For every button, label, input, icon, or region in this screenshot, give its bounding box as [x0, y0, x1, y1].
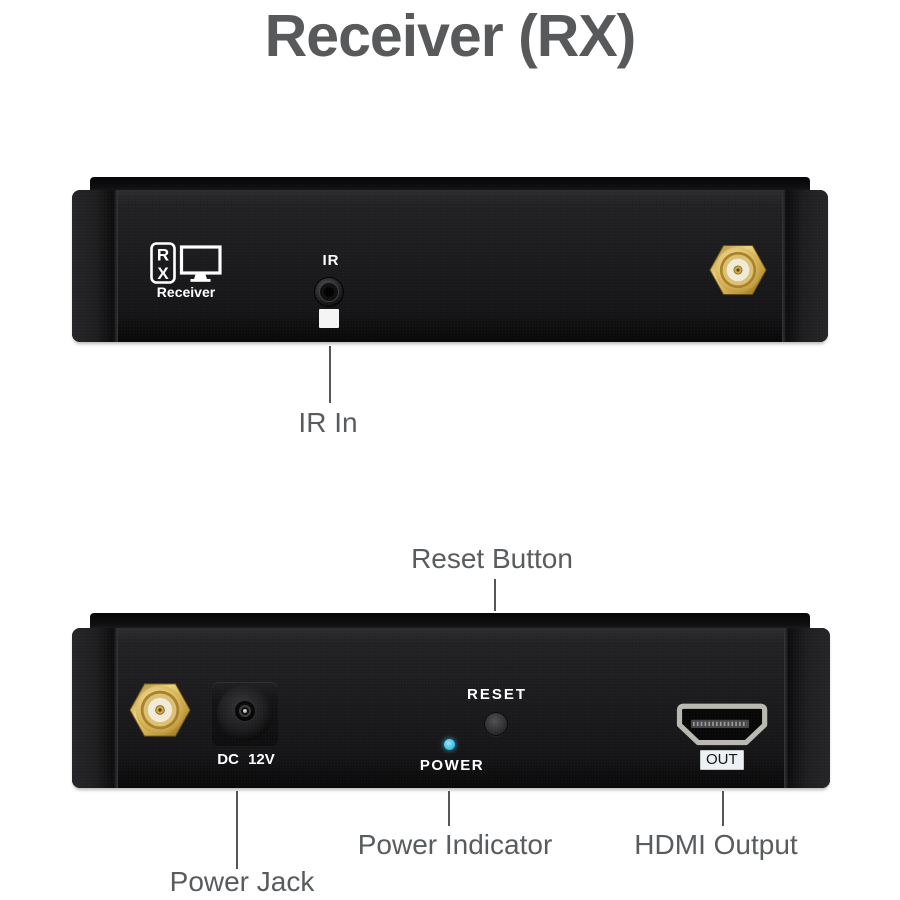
callout-line-power-jack: [236, 791, 238, 869]
dc-power-jack: [212, 682, 278, 746]
receiver-logo-label: Receiver: [156, 284, 216, 300]
front-left-mounting-flange: [72, 190, 118, 342]
monitor-icon: [179, 245, 222, 275]
power-led: [444, 739, 455, 750]
reset-port-label: RESET: [466, 686, 527, 703]
hdmi-out-tag: OUT: [700, 750, 744, 770]
monitor-base-icon: [190, 279, 211, 282]
rx-receiver-logo: R X: [150, 242, 222, 284]
rear-right-mounting-flange: [784, 628, 830, 788]
power-led-label: POWER: [419, 757, 485, 774]
callout-line-power-indicator: [448, 791, 450, 826]
logo-letter-x: X: [157, 264, 169, 283]
callout-line-reset: [494, 579, 496, 611]
callout-power-indicator: Power Indicator: [357, 829, 553, 860]
dc-center-pin: [239, 705, 251, 717]
callout-line-ir-in: [329, 346, 331, 403]
ir-jack-hole: [324, 287, 334, 297]
rear-left-mounting-flange: [72, 628, 118, 788]
reset-button: [484, 712, 508, 736]
callout-reset-button: Reset Button: [411, 543, 573, 574]
ir-jack-ring: [319, 282, 339, 302]
callout-ir-in: IR In: [298, 407, 358, 438]
logo-letter-r: R: [157, 246, 169, 265]
hdmi-port: [676, 703, 768, 746]
ir-jack: [314, 277, 344, 307]
page-title: Receiver (RX): [264, 3, 637, 69]
callout-hdmi-output: HDMI Output: [634, 829, 798, 860]
dc-power-label: DC 12V: [217, 751, 275, 768]
logo-tower-outline: [150, 242, 176, 284]
monitor-stand-icon: [194, 273, 207, 279]
rear-panel-body: DC 12V RESET POWER OUT: [72, 628, 830, 788]
dc-pin-highlight: [243, 709, 247, 713]
front-panel-body: R X Receiver IR: [72, 190, 828, 342]
callout-line-hdmi-output: [722, 791, 724, 826]
antenna-connector-rear: [129, 683, 191, 737]
callout-power-jack: Power Jack: [169, 866, 315, 897]
ir-port-label: IR: [322, 252, 340, 269]
dc-jack-hole: [234, 700, 256, 722]
dc-barrel: [217, 685, 273, 741]
front-right-mounting-flange: [782, 190, 828, 342]
antenna-connector-front: [709, 245, 767, 295]
ir-receiver-window: [319, 309, 339, 328]
